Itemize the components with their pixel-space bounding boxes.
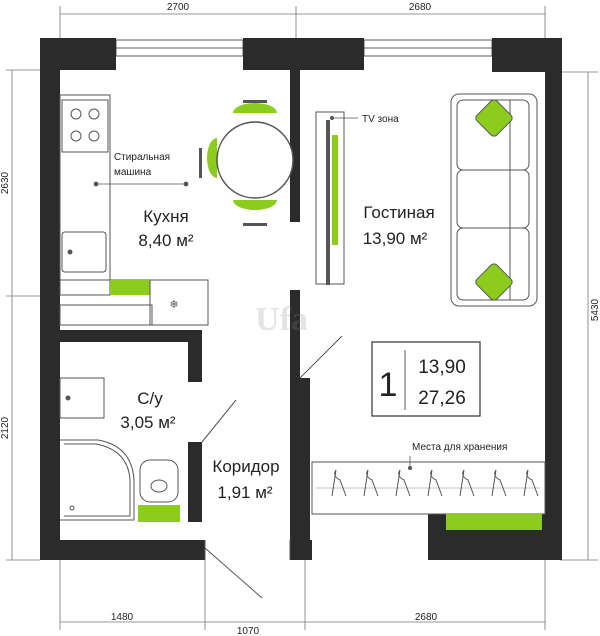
summary-total-area: 27,26 — [418, 388, 466, 409]
svg-text:Ufa: Ufa — [255, 301, 308, 338]
dim-bottom-right: 2680 — [415, 612, 438, 623]
sink-icon — [61, 231, 107, 273]
fridge-icon: ❄ — [149, 279, 209, 326]
door-icon — [201, 335, 343, 599]
dim-bottom-left: 1480 — [111, 612, 134, 623]
bath-sink-icon — [59, 377, 105, 419]
dim-bottom-mid: 1070 — [237, 626, 260, 636]
kitchen-area: 8,40 м² — [138, 231, 193, 250]
storage-label: Места для хранения — [412, 442, 507, 453]
dining-table-icon — [199, 100, 294, 226]
dim-left-lower: 2120 — [0, 416, 11, 439]
washing-machine-leader — [93, 181, 189, 187]
living-name: Гостиная — [363, 203, 434, 222]
washing-machine-label-1: Стиральная — [114, 152, 170, 163]
kitchen-name: Кухня — [143, 207, 189, 226]
tv-icon — [315, 111, 345, 285]
dim-top-right: 2680 — [409, 2, 432, 13]
svg-text:❄: ❄ — [169, 299, 178, 311]
hanger-icon — [331, 469, 539, 497]
dim-top-left: 2700 — [167, 2, 190, 13]
corridor-area: 1,91 м² — [217, 483, 272, 502]
storage-accent — [446, 514, 542, 530]
summary-living-area: 13,90 — [418, 357, 466, 378]
living-area: 13,90 м² — [363, 229, 428, 248]
summary-box — [371, 341, 481, 417]
window-icon — [115, 39, 493, 57]
walls — [40, 38, 562, 560]
bathroom-area: 3,05 м² — [120, 413, 175, 432]
storage-leader-dot — [408, 466, 412, 470]
stove-icon — [61, 99, 109, 153]
corridor-gap-top — [300, 290, 314, 304]
toilet-icon — [139, 459, 179, 503]
bathtub-icon — [60, 439, 135, 521]
summary-rooms-count: 1 — [379, 366, 398, 404]
washing-machine-label-2: машина — [114, 167, 152, 178]
watermark-logo: Ufa — [255, 301, 308, 338]
dim-right: 5430 — [590, 298, 600, 321]
dim-left-upper: 2630 — [0, 171, 11, 194]
storage-wardrobe — [311, 461, 546, 515]
kitchen-accent — [110, 280, 150, 295]
sofa-pillow — [475, 99, 513, 301]
corridor-name: Коридор — [212, 457, 279, 476]
tv-zone-label: TV зона — [362, 114, 399, 125]
dimension-lines — [6, 6, 598, 630]
bathroom-name: С/у — [137, 389, 163, 408]
bathroom-accent — [138, 505, 180, 522]
